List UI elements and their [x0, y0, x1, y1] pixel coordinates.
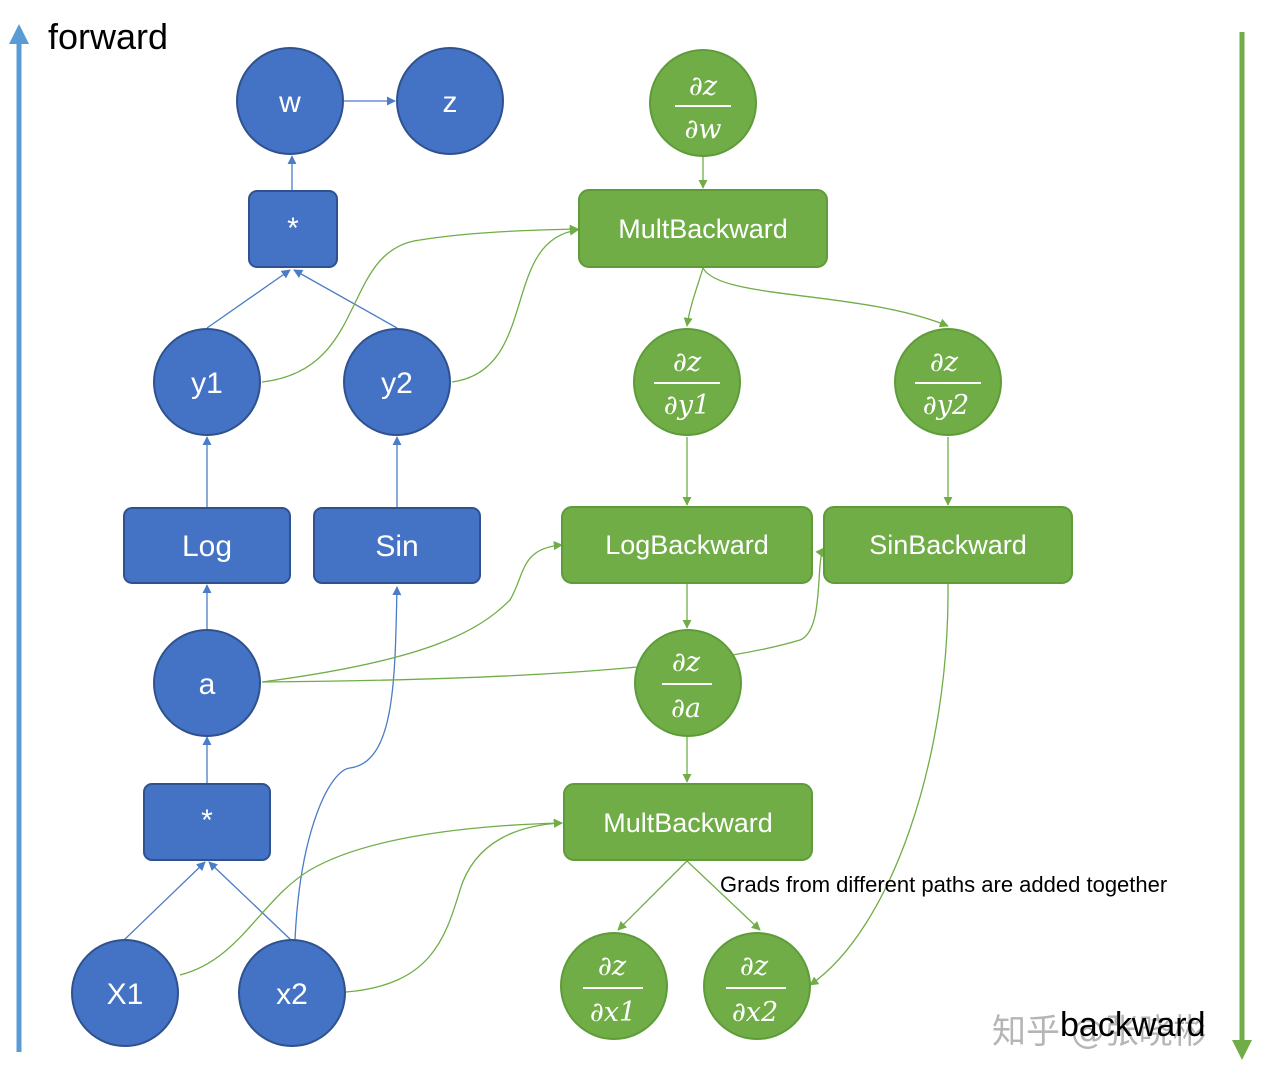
node-mult-backward-bottom-label: MultBackward	[603, 808, 773, 838]
node-log: Log	[123, 507, 291, 584]
node-x1: X1	[71, 939, 179, 1047]
edge-x1-mul	[123, 861, 206, 941]
dz-dy1-numerator: ∂z	[673, 347, 702, 378]
node-sin-backward: SinBackward	[823, 506, 1073, 584]
node-x2-label: x2	[276, 978, 308, 1011]
node-sin-backward-label: SinBackward	[869, 530, 1027, 560]
edge-x2-mul	[208, 861, 292, 941]
forward-label: forward	[48, 16, 169, 57]
node-w: w	[236, 47, 344, 155]
backward-nodes: MultBackward LogBackward SinBackward Mul…	[560, 49, 1073, 1040]
edge-y2-mul	[293, 269, 398, 329]
node-a: a	[153, 629, 261, 737]
node-dz-da: ∂z ∂a	[634, 629, 742, 737]
node-w-label: w	[278, 86, 301, 119]
edge-multtop-dzdy2	[702, 267, 949, 328]
node-a-label: a	[199, 668, 216, 701]
dz-da-numerator: ∂z	[672, 647, 701, 678]
edge-multtop-dzdy1	[683, 267, 704, 327]
node-y1: y1	[153, 328, 261, 436]
edge-x2-multbottom	[345, 818, 563, 993]
node-x1-label: X1	[107, 978, 144, 1011]
node-y2-label: y2	[381, 367, 413, 400]
edge-y1-multtop	[261, 224, 579, 383]
node-dz-dw: ∂z ∂w	[649, 49, 757, 157]
node-log-backward-label: LogBackward	[605, 530, 769, 560]
dz-dy2-denominator: ∂y2	[923, 390, 969, 421]
node-x2: x2	[238, 939, 346, 1047]
node-dz-dy2: ∂z ∂y2	[894, 328, 1002, 436]
edge-sinback-dzdx2	[809, 582, 949, 986]
dz-dx1-numerator: ∂z	[598, 951, 627, 982]
edge-y2-multtop	[451, 226, 579, 383]
node-mul-top: *	[248, 190, 338, 268]
node-mult-backward-top-label: MultBackward	[618, 214, 788, 244]
node-z: z	[396, 47, 504, 155]
dz-dx1-denominator: ∂x1	[590, 997, 636, 1028]
node-sin: Sin	[313, 507, 481, 584]
node-dz-dy1: ∂z ∂y1	[633, 328, 741, 436]
node-dz-dx2: ∂z ∂x2	[703, 932, 811, 1040]
dz-dw-denominator: ∂w	[684, 114, 721, 145]
edge-y1-mul	[206, 269, 291, 329]
dz-dy1-denominator: ∂y1	[664, 390, 710, 421]
edge-x1-multbottom	[179, 818, 563, 976]
node-mult-backward-top: MultBackward	[578, 189, 828, 268]
dz-da-denominator: ∂a	[671, 693, 701, 724]
dz-dy2-numerator: ∂z	[930, 347, 959, 378]
node-mult-backward-bottom: MultBackward	[563, 783, 813, 861]
dz-dx2-denominator: ∂x2	[732, 997, 778, 1028]
edge-a-logback	[261, 541, 563, 683]
forward-nodes: w z * y1 y2 Log Sin a	[71, 47, 504, 1047]
backward-label: backward	[1060, 1006, 1206, 1044]
gradient-sum-note: Grads from different paths are added tog…	[720, 872, 1168, 897]
node-mul-bottom-label: *	[201, 804, 213, 837]
node-sin-label: Sin	[375, 530, 418, 563]
edge-x2-sin	[294, 586, 402, 941]
node-mul-bottom: *	[143, 783, 271, 861]
edge-multbottom-dzdx1	[617, 860, 688, 931]
node-z-label: z	[443, 86, 458, 119]
node-mul-top-label: *	[287, 212, 299, 245]
forward-edges	[123, 96, 402, 941]
watermark: 知乎 @张晓彬	[992, 1012, 1207, 1052]
node-dz-dx1: ∂z ∂x1	[560, 932, 668, 1040]
edge-multbottom-dzdx2	[686, 860, 761, 931]
node-y1-label: y1	[191, 367, 223, 400]
node-log-backward: LogBackward	[561, 506, 813, 584]
node-log-label: Log	[182, 530, 232, 563]
dz-dx2-numerator: ∂z	[740, 951, 769, 982]
dz-dw-numerator: ∂z	[689, 71, 718, 102]
node-y2: y2	[343, 328, 451, 436]
